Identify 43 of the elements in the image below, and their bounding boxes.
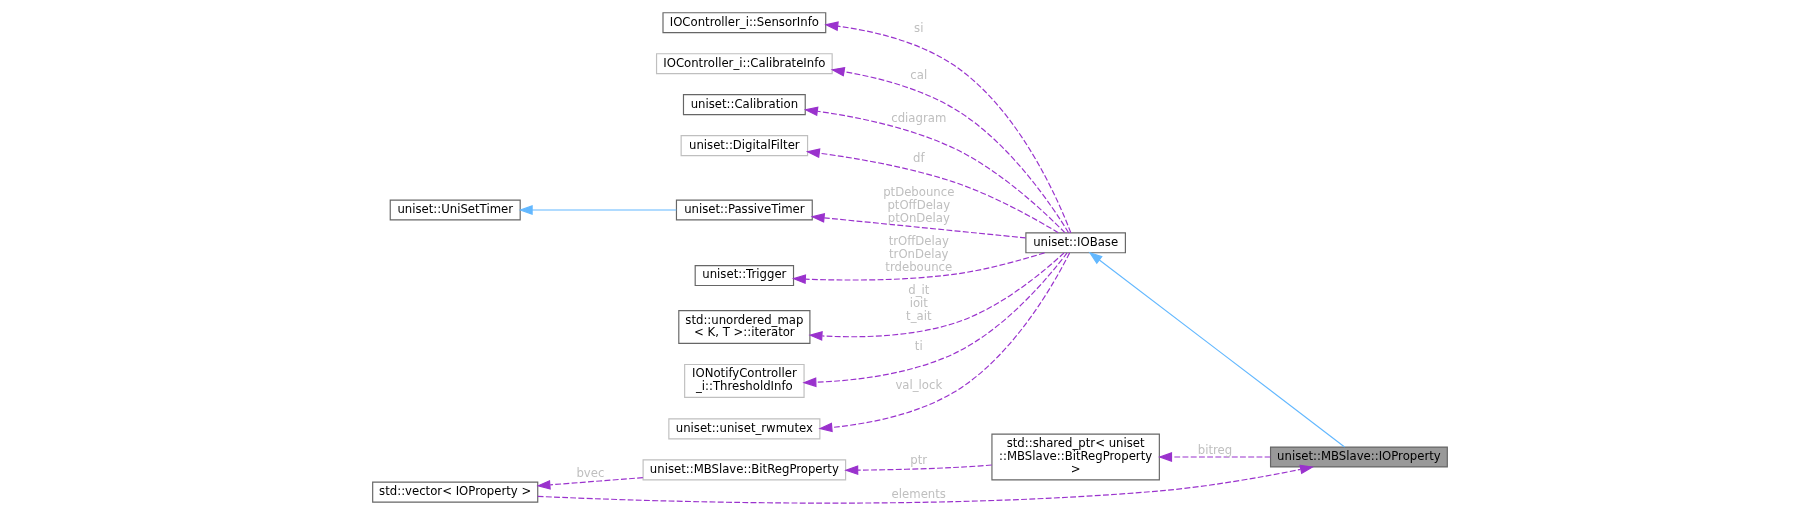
arrow <box>802 252 1068 388</box>
node-box: IOController_i::SensorInfo <box>662 12 827 34</box>
arrow <box>830 66 1070 234</box>
arrow <box>791 252 1046 285</box>
edge-label: ti <box>914 339 923 354</box>
arrow <box>518 205 677 215</box>
arrow <box>810 212 1027 239</box>
edge-label: val_lock <box>895 378 943 393</box>
arrow <box>803 106 1066 234</box>
edge-label: elements <box>891 486 946 501</box>
node-box: std::vector< IOProperty > <box>372 481 539 503</box>
arrow <box>805 148 1059 234</box>
node-box: uniset::MBSlave::BitRegProperty <box>642 459 847 481</box>
edge-label: cal <box>910 67 928 82</box>
arrow <box>537 464 1315 504</box>
arrow <box>844 464 993 476</box>
edge-label: bitreg <box>1197 442 1233 457</box>
edge-label: ptDebounce ptOffDelay ptOnDelay <box>883 184 955 225</box>
node-box: uniset::uniset_rwmutex <box>668 418 821 440</box>
edge-label: ptr <box>910 453 928 468</box>
arrow <box>818 252 1071 433</box>
arrow <box>1088 251 1346 448</box>
node-box: std::unordered_map < K, T >::iterator <box>678 310 811 345</box>
edge-label: bvec <box>576 465 605 480</box>
node-box: uniset::IOBase <box>1025 232 1126 254</box>
node-box: uniset::PassiveTimer <box>675 199 813 221</box>
node-box: std::shared_ptr< uniset ::MBSlave::BitRegProperty > <box>991 433 1160 481</box>
arrow <box>536 477 644 490</box>
node-box: uniset::Trigger <box>694 265 795 287</box>
node-box: IONotifyController _i::ThresholdInfo <box>684 363 805 398</box>
edge-label: d_it ioit t_ait <box>906 283 932 324</box>
edge-label: trOffDelay trOnDelay trdebounce <box>885 234 953 274</box>
node-box: uniset::UniSetTimer <box>389 199 521 221</box>
arrow <box>824 21 1072 234</box>
arrow <box>808 252 1065 341</box>
arrow <box>1158 452 1271 462</box>
edge-label: cdiagram <box>891 111 947 126</box>
node-box: IOController_i::CalibrateInfo <box>655 53 833 75</box>
edge-label: df <box>913 151 925 165</box>
edge-label: si <box>914 21 924 36</box>
node-box: uniset::Calibration <box>682 94 806 116</box>
node-box: uniset::MBSlave::IOProperty <box>1269 446 1448 468</box>
node-box: uniset::DigitalFilter <box>680 135 809 157</box>
